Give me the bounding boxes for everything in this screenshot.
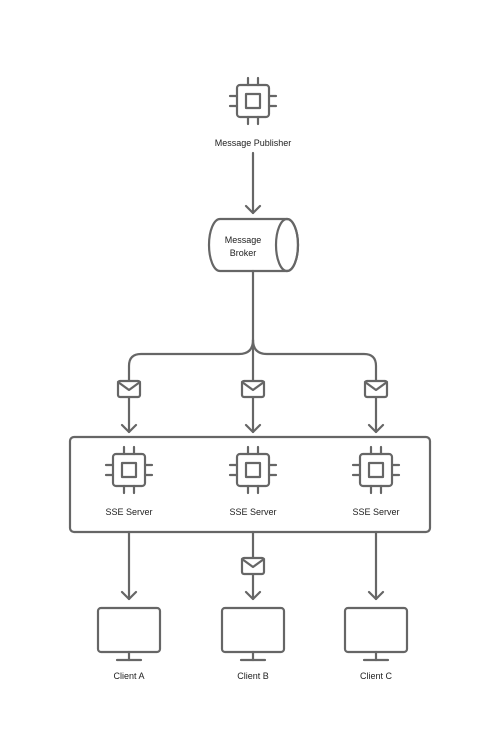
client-label: Client B [237,671,269,681]
client-monitor-icon [96,606,162,662]
client-monitor-icon [343,606,409,662]
client-label: Client A [113,671,145,681]
server-label: SSE Server [229,507,277,517]
message-envelope-icon [116,379,142,399]
publisher-label: Message Publisher [214,138,292,148]
message-envelope-icon [363,379,389,399]
server-chip-icon [351,445,401,495]
client-label: Client C [359,671,392,681]
server-to-client-arrow [367,530,385,601]
server-to-client-arrow [120,530,138,601]
broker-cylinder-icon [207,217,300,273]
server-cluster-box [68,435,432,534]
client-monitor-icon [220,606,286,662]
server-chip-icon [104,445,154,495]
publisher-chip-icon [228,76,278,126]
broker-label-line2: Broker [229,248,257,258]
server-chip-icon [228,445,278,495]
broker-label-line1: Message [224,235,262,245]
broker-fanout-connector [120,269,385,434]
message-envelope-icon [240,379,266,399]
server-label: SSE Server [352,507,400,517]
message-envelope-icon [240,556,266,576]
publisher-to-broker-arrow [244,151,262,215]
server-label: SSE Server [105,507,153,517]
